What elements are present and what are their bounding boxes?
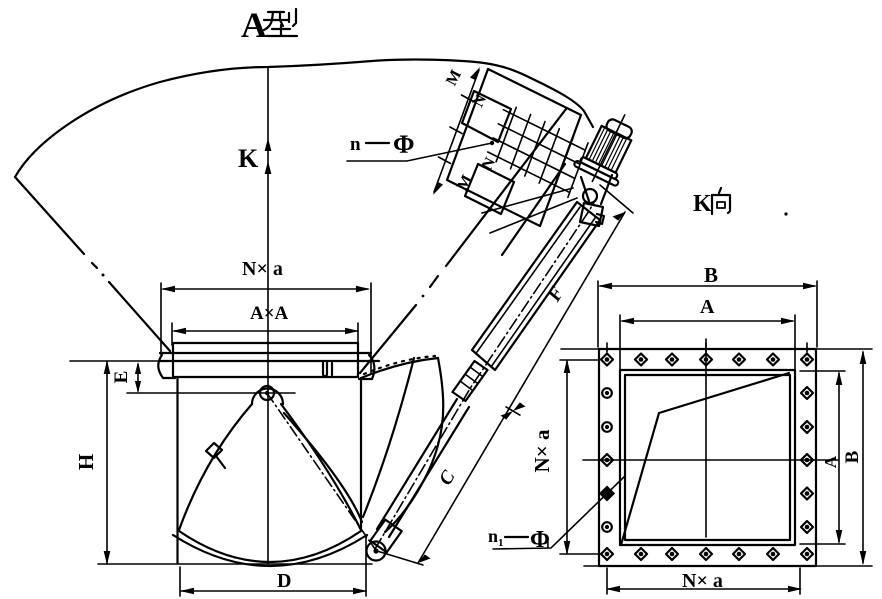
svg-text:K: K	[693, 191, 712, 217]
svg-text:M: M	[454, 172, 476, 193]
svg-text:D: D	[277, 570, 291, 592]
svg-text:A: A	[821, 455, 840, 468]
svg-text:1: 1	[498, 537, 504, 549]
svg-text:1: 1	[545, 539, 551, 551]
svg-text:K: K	[238, 144, 259, 173]
svg-text:Φ: Φ	[530, 527, 550, 553]
svg-text:B: B	[842, 450, 863, 463]
svg-text:N× a: N× a	[682, 570, 723, 592]
svg-text:n: n	[350, 134, 361, 155]
svg-text:N× a: N× a	[242, 258, 283, 280]
svg-text:H: H	[74, 454, 98, 470]
svg-text:A: A	[241, 5, 267, 45]
svg-text:E: E	[111, 371, 132, 384]
svg-text:A×A: A×A	[250, 303, 289, 324]
svg-text:A: A	[700, 296, 715, 318]
svg-text:B: B	[704, 263, 718, 287]
svg-text:Φ: Φ	[393, 130, 415, 159]
svg-text:n: n	[488, 526, 498, 546]
svg-text:N× a: N× a	[530, 429, 554, 472]
svg-text:M: M	[443, 67, 465, 88]
